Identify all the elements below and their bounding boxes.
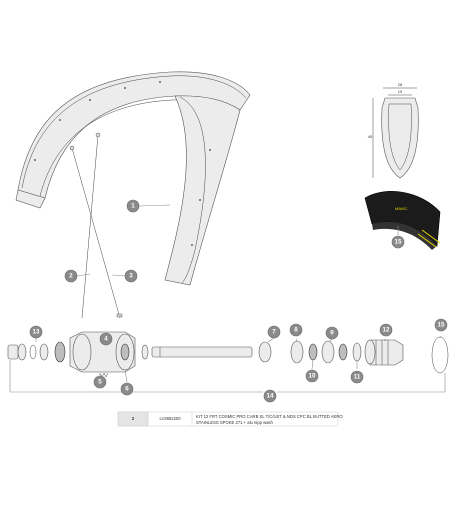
callout-7: 7 bbox=[267, 325, 281, 339]
parts-table: 2 LV3682200 KIT 12 FRT COSMIC PRO CARB S… bbox=[117, 411, 343, 427]
svg-text:7: 7 bbox=[272, 329, 276, 336]
callout-1: 1 bbox=[126, 199, 140, 213]
svg-text:6: 6 bbox=[125, 386, 129, 393]
callout-5: 5 bbox=[93, 375, 107, 389]
svg-text:3: 3 bbox=[129, 273, 133, 280]
callout-15-hub: 15 bbox=[434, 318, 448, 332]
table-code-cell: LV3682200 bbox=[159, 416, 181, 421]
tire-brand-label: MAVIC bbox=[395, 206, 407, 211]
callout-12: 12 bbox=[379, 323, 393, 337]
svg-text:4: 4 bbox=[104, 336, 108, 343]
callout-14: 14 bbox=[263, 389, 277, 403]
svg-text:12: 12 bbox=[383, 327, 390, 334]
callout-9: 9 bbox=[325, 326, 339, 340]
svg-text:1: 1 bbox=[131, 203, 135, 210]
table-description-line2: STAINLESS SPOKE 271 + alu nipp wash bbox=[196, 420, 274, 425]
rim-width-outer: 28 bbox=[398, 82, 403, 87]
spokes-drawing bbox=[69, 132, 123, 319]
rim-width-inner: 19 bbox=[398, 89, 403, 94]
callout-11: 11 bbox=[350, 370, 364, 384]
callout-10: 10 bbox=[305, 369, 319, 383]
callout-4: 4 bbox=[99, 332, 113, 346]
table-ref-cell: 2 bbox=[132, 416, 135, 421]
callout-6: 6 bbox=[120, 382, 134, 396]
callout-8: 8 bbox=[289, 323, 303, 337]
callout-2: 2 bbox=[64, 269, 78, 283]
svg-text:11: 11 bbox=[354, 374, 361, 381]
tire-drawing: MAVIC bbox=[364, 191, 441, 250]
svg-text:5: 5 bbox=[98, 379, 102, 386]
svg-text:15: 15 bbox=[438, 322, 445, 329]
rim-spoke-holes bbox=[34, 81, 211, 246]
svg-text:13: 13 bbox=[33, 329, 40, 336]
svg-text:8: 8 bbox=[294, 327, 298, 334]
callout-15-tire: 15 bbox=[391, 235, 405, 249]
svg-text:2: 2 bbox=[69, 273, 73, 280]
svg-text:9: 9 bbox=[330, 330, 334, 337]
callout-markers: 1 2 3 4 5 6 7 8 9 10 11 12 13 14 15 15 bbox=[29, 199, 448, 403]
hub-assembly-drawing bbox=[7, 331, 449, 378]
svg-text:14: 14 bbox=[267, 393, 274, 400]
rim-depth: 45 bbox=[368, 134, 373, 139]
svg-text:15: 15 bbox=[395, 239, 402, 246]
rim-profile-drawing: 28 19 45 bbox=[368, 82, 419, 179]
rim-drawing bbox=[15, 71, 251, 286]
table-description-line1: KIT 12 FRT COSMIC PRO CARB SL T/C/UST & … bbox=[196, 414, 343, 419]
callout-13: 13 bbox=[29, 325, 43, 339]
leader-lines bbox=[9, 204, 446, 393]
svg-text:10: 10 bbox=[309, 373, 316, 380]
callout-3: 3 bbox=[124, 269, 138, 283]
